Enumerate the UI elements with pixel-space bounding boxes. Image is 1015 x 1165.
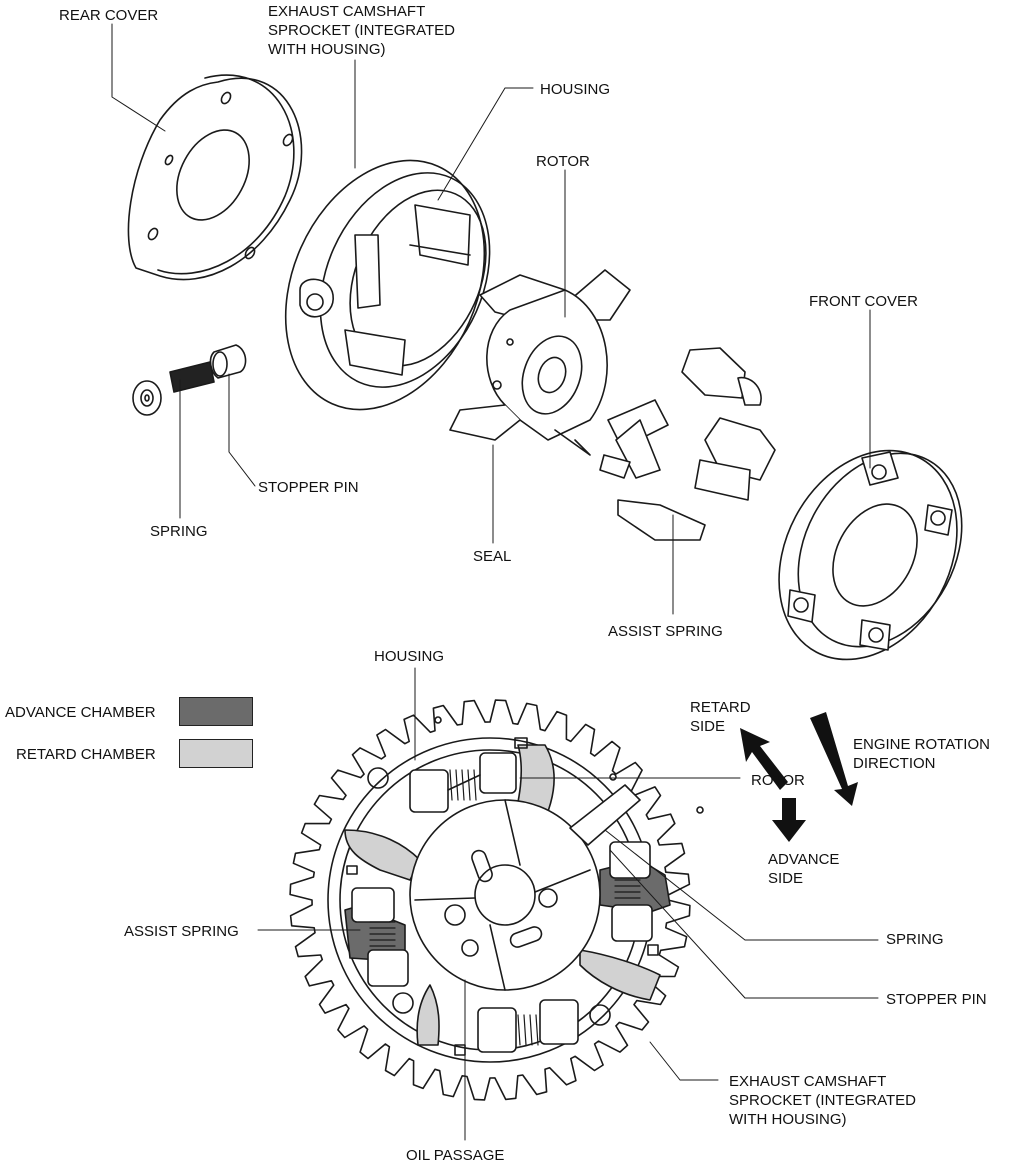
label-front-cover: FRONT COVER	[809, 293, 918, 310]
label-housing-top: HOUSING	[540, 81, 611, 98]
legend-retard-label: RETARD CHAMBER	[16, 746, 156, 763]
label-assist-spring-top: ASSIST SPRING	[608, 623, 723, 640]
label-exhaust-sprocket-top: EXHAUST CAMSHAFT SPROCKET (INTEGRATED WI…	[268, 3, 455, 58]
label-spring-top: SPRING	[150, 523, 208, 540]
label-engine-rotation: ENGINE ROTATION DIRECTION	[853, 736, 990, 772]
assist-spring-blocks	[599, 347, 776, 541]
label-rotor-top: ROTOR	[536, 153, 590, 170]
engine-rotation-arrow-icon	[810, 712, 858, 806]
retard-side-arrow-icon	[740, 728, 788, 790]
label-retard-side: RETARD SIDE	[690, 699, 751, 735]
label-stopper-pin-top: STOPPER PIN	[258, 479, 359, 496]
label-stopper-pin-bottom: STOPPER PIN	[886, 991, 987, 1008]
rotor-part	[449, 269, 631, 456]
leader-lines-bottom	[257, 667, 879, 1141]
assembled-view	[289, 699, 704, 1101]
label-oil-passage: OIL PASSAGE	[406, 1147, 505, 1164]
legend-advance-label: ADVANCE CHAMBER	[5, 704, 156, 721]
label-rear-cover: REAR COVER	[59, 7, 159, 24]
label-exhaust-sprocket-bottom: EXHAUST CAMSHAFT SPROCKET (INTEGRATED WI…	[729, 1073, 916, 1128]
advance-side-arrow-icon	[772, 798, 806, 842]
sprocket-housing-part	[284, 159, 491, 411]
label-rotor-bottom: ROTOR	[751, 772, 805, 789]
legend-retard-swatch	[179, 739, 253, 768]
label-advance-side: ADVANCE SIDE	[768, 851, 840, 887]
label-spring-bottom: SPRING	[886, 931, 944, 948]
stopper-pin-assembly	[132, 344, 247, 416]
front-cover-part	[778, 449, 963, 661]
direction-arrows	[740, 712, 858, 842]
label-assist-spring-bottom: ASSIST SPRING	[124, 923, 239, 940]
label-housing-bottom: HOUSING	[374, 648, 445, 665]
leader-lines-top	[111, 23, 871, 615]
legend-advance-swatch	[179, 697, 253, 726]
label-seal: SEAL	[473, 548, 512, 565]
rear-cover-part	[127, 74, 303, 281]
